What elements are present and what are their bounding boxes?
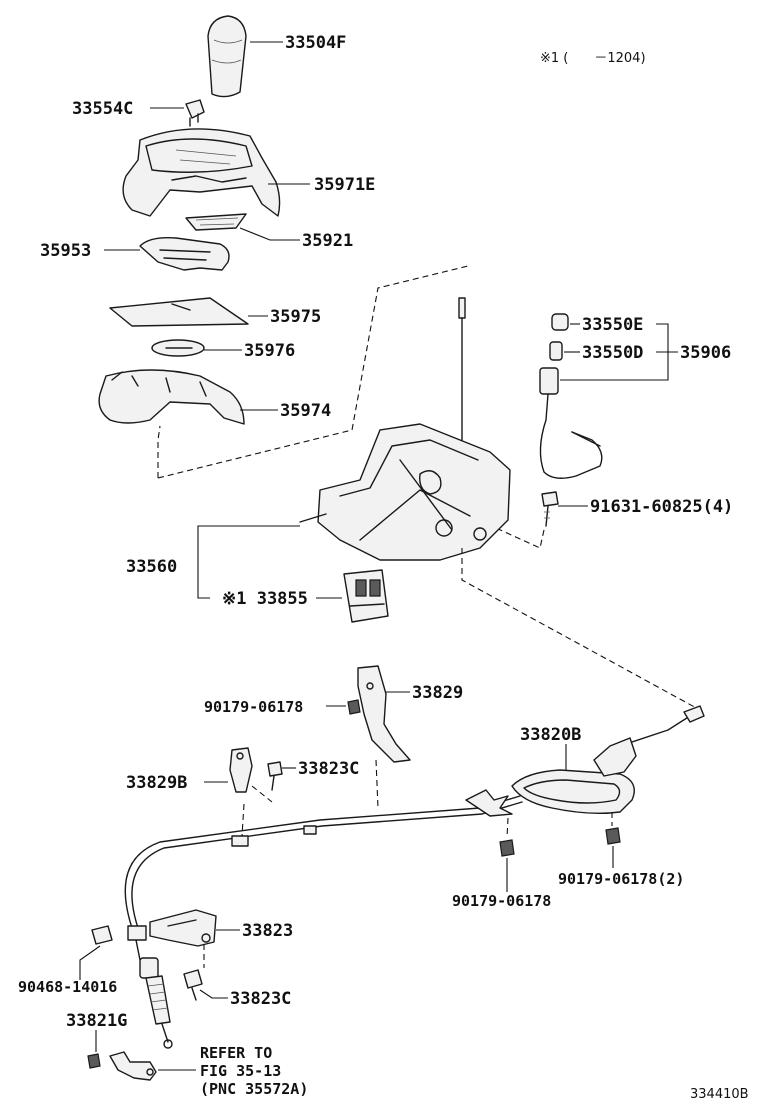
bracket-35906 <box>560 323 678 381</box>
label-91631-60825: 91631-60825(4) <box>590 497 733 517</box>
label-33823C-lower: 33823C <box>230 989 291 1009</box>
applicability-note: ※1 ( －1204) <box>540 51 646 66</box>
refer-line-2: FIG 35-13 <box>200 1062 281 1080</box>
bulb-part-33550D <box>549 341 563 361</box>
label-90179-06178-right: 90179-06178(2) <box>558 870 684 888</box>
label-33820B: 33820B <box>520 725 581 745</box>
label-33821G: 33821G <box>66 1011 127 1031</box>
bracket-33560 <box>197 525 300 599</box>
bulb-part-33550E <box>551 313 569 331</box>
nut-part-upper <box>347 699 361 715</box>
label-33560: 33560 <box>126 557 177 577</box>
label-33823: 33823 <box>242 921 293 941</box>
label-33829: 33829 <box>412 683 463 703</box>
nut-part-center <box>499 839 515 857</box>
label-35975: 35975 <box>270 307 321 327</box>
label-35971E: 35971E <box>314 175 375 195</box>
bracket-to-cable-dashes <box>375 759 379 809</box>
label-90179-06178-center: 90179-06178 <box>452 892 551 910</box>
bolt-dashes <box>495 527 545 549</box>
bolt-part-33823C-lower <box>183 969 203 1001</box>
cable-end-part <box>127 925 173 1049</box>
label-90179-06178-upper: 90179-06178 <box>204 698 303 716</box>
plate-part-35921 <box>185 213 247 231</box>
nut-part-33821G <box>87 1053 101 1069</box>
bolt-part-91631 <box>541 491 559 527</box>
label-33829B: 33829B <box>126 773 187 793</box>
label-35974: 35974 <box>280 401 331 421</box>
bracket-part-33829B <box>229 747 253 793</box>
indicator-housing-part <box>122 128 281 217</box>
shift-knob-part <box>207 15 247 98</box>
linkage-part <box>109 1051 157 1081</box>
shift-cable-part <box>124 705 705 929</box>
diagram-id: 334410B <box>690 1087 749 1102</box>
label-33855: ※1 33855 <box>222 589 308 609</box>
clip-part-33554C <box>185 99 205 127</box>
switch-part-33855 <box>343 569 389 623</box>
bracket-dashes <box>251 785 273 803</box>
label-90468-14016: 90468-14016 <box>18 978 117 996</box>
cable-route-dashes <box>461 548 701 711</box>
assembly-boundary-dashes <box>157 265 469 479</box>
lower-housing-part <box>98 369 245 425</box>
bolt-part-33823C-upper <box>267 761 283 791</box>
bracket-part-33829 <box>357 665 411 763</box>
slide-plate-part <box>139 236 230 271</box>
wire-harness-part <box>539 367 603 479</box>
bracket-b-to-cable-dashes <box>241 803 245 837</box>
clip-part-90468 <box>91 925 113 945</box>
refer-line-3: (PNC 35572A) <box>200 1080 308 1098</box>
label-35953: 35953 <box>40 241 91 261</box>
label-33554C: 33554C <box>72 99 133 119</box>
bracket-part-33823 <box>149 909 217 947</box>
cover-part-35976 <box>151 339 205 357</box>
dust-cover-part <box>109 297 249 327</box>
label-35921: 35921 <box>302 231 353 251</box>
label-33823C-upper: 33823C <box>298 759 359 779</box>
label-35906: 35906 <box>680 343 731 363</box>
nut-center-dashes <box>506 817 509 839</box>
refer-line-1: REFER TO <box>200 1044 272 1062</box>
label-33504F: 33504F <box>285 33 346 53</box>
shift-lever-assembly-part <box>299 297 511 561</box>
label-33550D: 33550D <box>582 343 643 363</box>
label-33550E: 33550E <box>582 315 643 335</box>
nut-part-right <box>605 827 621 845</box>
label-35976: 35976 <box>244 341 295 361</box>
